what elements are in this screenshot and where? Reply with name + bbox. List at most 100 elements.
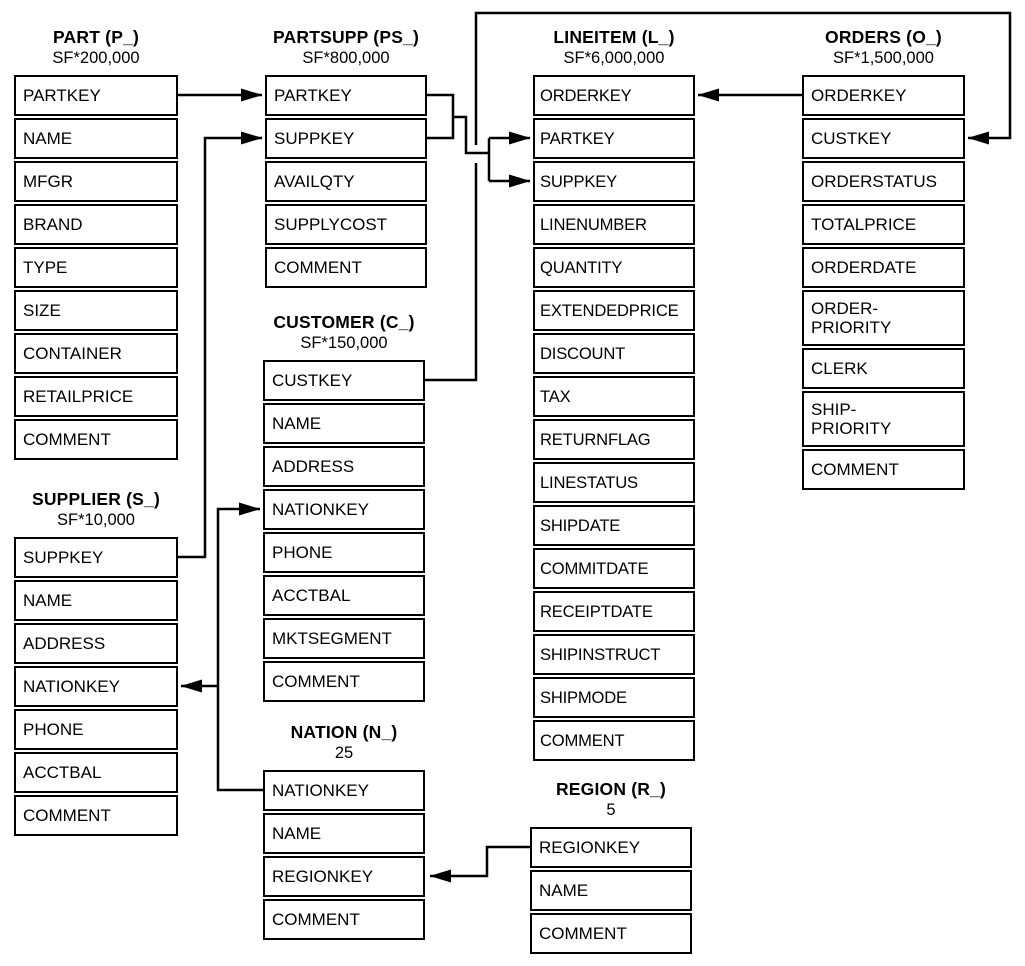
field-row: NAME xyxy=(263,403,425,444)
table-nation-title: NATION (N_) xyxy=(290,722,398,742)
field-row: SHIP- PRIORITY xyxy=(802,391,965,447)
field-row: ORDERKEY xyxy=(802,75,965,116)
field-row: SHIPDATE xyxy=(533,505,695,546)
table-region-title: REGION (R_) xyxy=(555,779,667,799)
field-row: NAME xyxy=(14,580,178,621)
table-lineitem-title: LINEITEM (L_) xyxy=(553,27,675,47)
field-row: COMMENT xyxy=(14,419,178,460)
table-orders-title: ORDERS (O_) xyxy=(825,27,942,47)
field-row: COMMENT xyxy=(530,913,692,954)
table-part-header: PART (P_) SF*200,000 xyxy=(52,27,139,75)
field-row: NAME xyxy=(530,870,692,911)
field-row: SIZE xyxy=(14,290,178,331)
field-row: MKTSEGMENT xyxy=(263,618,425,659)
field-row: QUANTITY xyxy=(533,247,695,288)
table-part-title: PART (P_) xyxy=(52,27,140,47)
table-supplier-cardinality: SF*10,000 xyxy=(57,511,135,529)
field-row: AVAILQTY xyxy=(265,161,427,202)
field-row: TYPE xyxy=(14,247,178,288)
field-row: PARTKEY xyxy=(14,75,178,116)
field-row: CLERK xyxy=(802,348,965,389)
field-row: DISCOUNT xyxy=(533,333,695,374)
field-row: ACCTBAL xyxy=(14,752,178,793)
field-row: SUPPKEY xyxy=(533,161,695,202)
fk-nation-nationkey-to-customer-arrow xyxy=(216,502,263,792)
table-region-cardinality: 5 xyxy=(606,801,616,819)
table-supplier-title: SUPPLIER (S_) xyxy=(31,489,161,509)
field-row: NATIONKEY xyxy=(263,489,425,530)
fk-customer-custkey-stub xyxy=(425,163,478,382)
field-row: COMMENT xyxy=(263,661,425,702)
field-row: LINESTATUS xyxy=(533,462,695,503)
field-row: COMMITDATE xyxy=(533,548,695,589)
field-row: COMMENT xyxy=(533,720,695,761)
table-partsupp-title: PARTSUPP (PS_) xyxy=(272,27,420,47)
table-part-cardinality: SF*200,000 xyxy=(52,49,140,67)
field-row: TOTALPRICE xyxy=(802,204,965,245)
field-row: PHONE xyxy=(14,709,178,750)
field-row: ORDERSTATUS xyxy=(802,161,965,202)
field-row: ADDRESS xyxy=(263,446,425,487)
field-row: RETAILPRICE xyxy=(14,376,178,417)
table-lineitem-header: LINEITEM (L_) SF*6,000,000 xyxy=(553,27,674,75)
field-row: CUSTKEY xyxy=(263,360,425,401)
table-customer-cardinality: SF*150,000 xyxy=(300,334,388,352)
field-row: RETURNFLAG xyxy=(533,419,695,460)
field-row: PARTKEY xyxy=(265,75,427,116)
field-row: NATIONKEY xyxy=(263,770,425,811)
field-row: ORDER- PRIORITY xyxy=(802,290,965,346)
table-customer-title: CUSTOMER (C_) xyxy=(273,312,415,332)
field-row: COMMENT xyxy=(265,247,427,288)
fk-customer-custkey-to-orders-arrow xyxy=(474,11,1012,145)
field-row: PARTKEY xyxy=(533,118,695,159)
table-orders-header: ORDERS (O_) SF*1,500,000 xyxy=(825,27,942,75)
field-row: ORDERKEY xyxy=(533,75,695,116)
table-partsupp-header: PARTSUPP (PS_) SF*800,000 xyxy=(273,27,419,75)
field-row: SHIPINSTRUCT xyxy=(533,634,695,675)
table-supplier-header: SUPPLIER (S_) SF*10,000 xyxy=(32,489,160,537)
field-row: PHONE xyxy=(263,532,425,573)
field-row: SHIPMODE xyxy=(533,677,695,718)
field-row: SUPPKEY xyxy=(265,118,427,159)
field-row: NATIONKEY xyxy=(14,666,178,707)
field-row: CUSTKEY xyxy=(802,118,965,159)
table-lineitem-cardinality: SF*6,000,000 xyxy=(563,49,665,67)
field-row: COMMENT xyxy=(802,449,965,490)
table-nation-cardinality: 25 xyxy=(334,744,354,762)
field-row: ACCTBAL xyxy=(263,575,425,616)
field-row: TAX xyxy=(533,376,695,417)
field-row: REGIONKEY xyxy=(263,856,425,897)
partsupp-keys-bracket xyxy=(427,93,455,140)
field-row: CONTAINER xyxy=(14,333,178,374)
field-row: NAME xyxy=(14,118,178,159)
partsupp-to-lineitem-link xyxy=(453,115,489,155)
field-row: RECEIPTDATE xyxy=(533,591,695,632)
field-row: COMMENT xyxy=(14,795,178,836)
field-row: REGIONKEY xyxy=(530,827,692,868)
field-row: EXTENDEDPRICE xyxy=(533,290,695,331)
table-customer-header: CUSTOMER (C_) SF*150,000 xyxy=(273,312,414,360)
field-row: COMMENT xyxy=(263,899,425,940)
fk-region-regionkey-to-nation-arrow xyxy=(429,845,530,883)
table-orders-cardinality: SF*1,500,000 xyxy=(833,49,934,67)
field-row: SUPPLYCOST xyxy=(265,204,427,245)
field-row: SUPPKEY xyxy=(14,537,178,578)
field-row: NAME xyxy=(263,813,425,854)
